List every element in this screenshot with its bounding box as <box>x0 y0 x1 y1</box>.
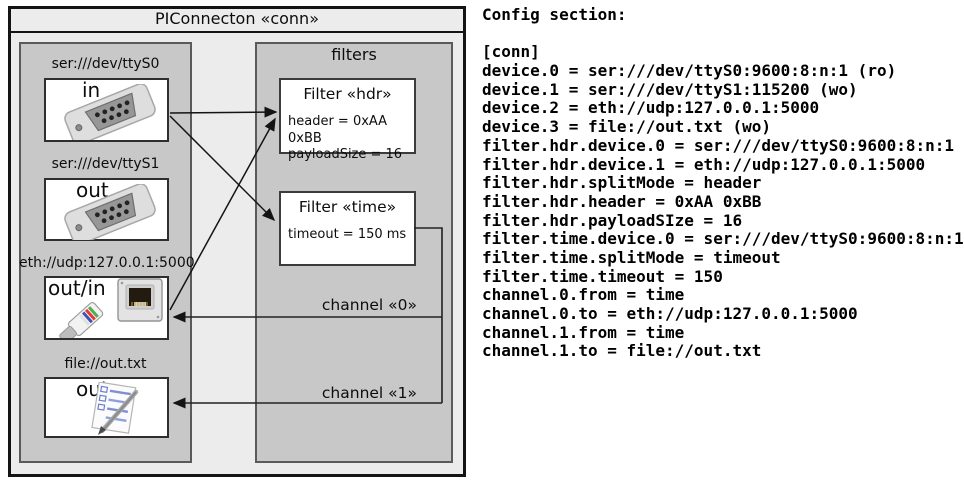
ethernet-connector-icon <box>55 278 163 338</box>
config-line: channel.0.to = eth://udp:127.0.0.1:5000 <box>482 304 858 323</box>
filter-title: Filter «hdr» <box>303 85 392 103</box>
config-heading: Config section: <box>482 5 627 24</box>
filter-title: Filter «time» <box>298 198 397 216</box>
filter-property: timeout = 150 ms <box>288 227 407 242</box>
filters-group-label: filters <box>331 45 377 64</box>
filter-property: header = 0xAA 0xBB <box>288 114 388 146</box>
config-line: filter.hdr.payloadSIze = 16 <box>482 210 743 230</box>
config-line: device.1 = ser:///dev/ttyS1:115200 (wo) <box>482 79 858 99</box>
config-line: filter.hdr.splitMode = header <box>482 173 762 193</box>
config-line: device.3 = file://out.txt (wo) <box>482 117 771 137</box>
device-direction-label: out/in <box>48 276 106 300</box>
device-direction-label: in <box>82 78 101 102</box>
device-label-ttys1: ser:///dev/ttyS1 <box>51 156 160 172</box>
config-blank-line <box>482 25 960 44</box>
config-line: channel.1.from = time <box>482 322 685 342</box>
notepad-icon <box>91 382 139 435</box>
serial-connector-icon <box>64 84 156 140</box>
config-panel: Config section: [conn] device.0 = ser://… <box>482 5 964 361</box>
filter-property: payloadSize = 16 <box>288 147 403 162</box>
config-line: filter.time.device.0 = ser:///dev/ttyS0:… <box>482 229 964 249</box>
filter-box-time: Filter «time» timeout = 150 ms <box>279 191 416 266</box>
config-line: device.0 = ser:///dev/ttyS0:9600:8:n:1 (… <box>482 61 897 81</box>
config-line: [conn] <box>482 42 540 62</box>
filter-box-hdr: Filter «hdr» header = 0xAA 0xBB payloadS… <box>279 78 416 162</box>
channel-1-label: channel «1» <box>321 384 417 402</box>
config-line: filter.time.timeout = 150 <box>482 266 723 286</box>
serial-connector-icon <box>64 184 156 240</box>
config-line: channel.0.from = time <box>482 285 685 305</box>
config-line: filter.hdr.header = 0xAA 0xBB <box>482 191 762 211</box>
config-line: channel.1.to = file://out.txt <box>482 341 762 361</box>
connection-title: PIConnecton «conn» <box>8 6 466 33</box>
config-line: filter.time.splitMode = timeout <box>482 247 781 267</box>
channel-0-label: channel «0» <box>321 296 417 314</box>
device-label-ttys0: ser:///dev/ttyS0 <box>51 56 160 72</box>
device-label-file: file://out.txt <box>64 356 147 372</box>
device-direction-label: out <box>76 178 109 202</box>
config-line: filter.hdr.device.0 = ser:///dev/ttyS0:9… <box>482 135 955 155</box>
config-line: device.2 = eth://udp:127.0.0.1:5000 <box>482 98 820 118</box>
device-label-eth: eth://udp:127.0.0.1:5000 <box>19 255 195 271</box>
config-line: filter.hdr.device.1 = eth://udp:127.0.0.… <box>482 154 926 174</box>
